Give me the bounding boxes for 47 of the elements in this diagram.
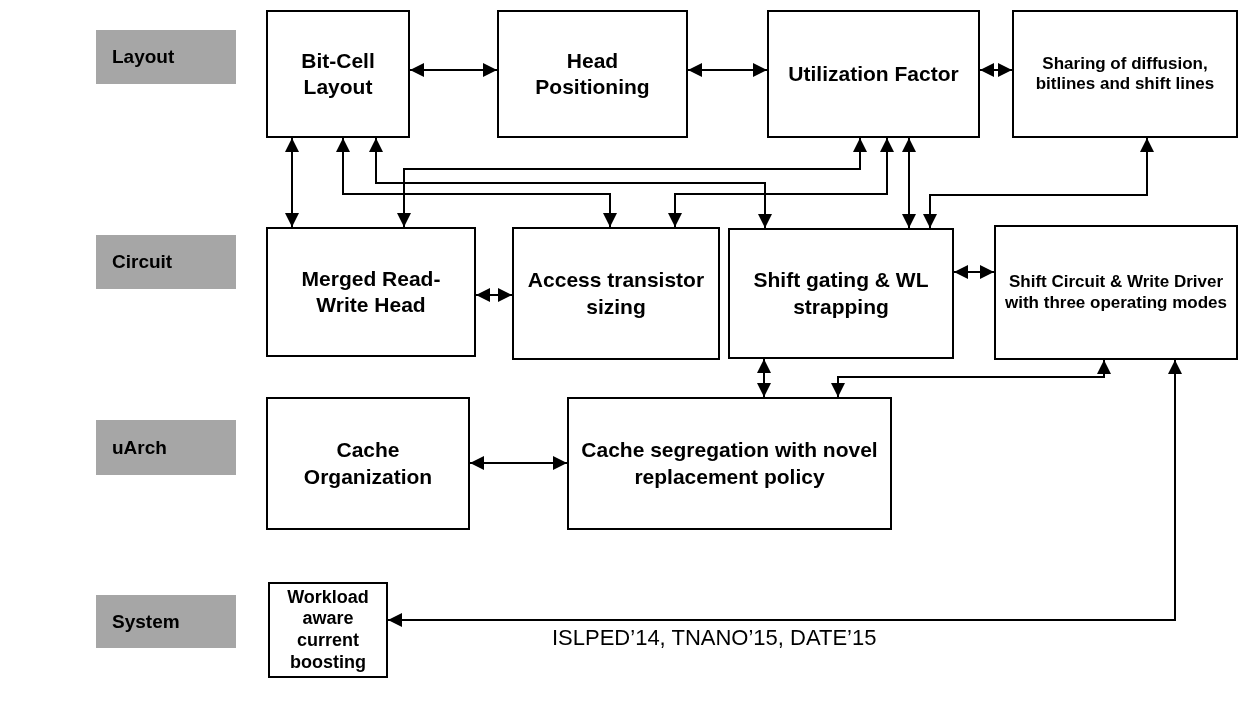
box-label: Head Positioning [534,47,651,100]
arrow [387,359,1182,627]
arrow [336,137,617,228]
process-box [728,228,954,359]
box-label: Cache Organization [302,437,434,490]
box-label: Sharing of diffusion, bitlines and shift lines [1034,53,1216,95]
box-label: Shift Circuit & Write Driver with three operating modes [1004,272,1228,313]
box-label: Bit-Cell Layout [300,47,376,100]
arrow [687,63,768,77]
process-box [994,225,1238,360]
arrow [831,359,1111,398]
arrow [369,137,772,229]
box-label: Access transistor sizing [526,267,706,320]
box-label: Merged Read-Write Head [300,265,442,318]
process-box [497,10,688,138]
arrow [397,137,867,228]
arrow [285,137,299,228]
process-box [767,10,980,138]
arrow [757,358,771,398]
row-label-bar [96,595,236,648]
row-label-bar [96,420,236,475]
arrow [979,63,1013,77]
box-label: Cache segregation with novel replacement policy [580,437,879,490]
process-box [266,397,470,530]
process-box [266,227,476,357]
arrow [923,137,1154,229]
row-label: uArch [112,436,167,459]
citation-note: ISLPED’14, TNANO’15, DATE’15 [552,625,877,651]
process-box [266,10,410,138]
row-label-bar [96,30,236,84]
process-box [1012,10,1238,138]
arrow [409,63,498,77]
row-label: Layout [112,46,175,68]
arrow [668,137,894,228]
row-label: System [112,610,180,633]
process-box [268,582,388,678]
arrow [475,288,513,302]
box-label: Shift gating & WL strapping [752,267,930,320]
process-box [512,227,720,360]
row-label: Circuit [112,251,173,273]
arrow [953,265,995,279]
box-label: Utilization Factor [788,60,959,87]
process-box [567,397,892,530]
arrow [902,137,916,229]
row-label-bar [96,235,236,289]
box-label: Workload aware current boosting [286,586,370,674]
arrow [469,456,568,470]
